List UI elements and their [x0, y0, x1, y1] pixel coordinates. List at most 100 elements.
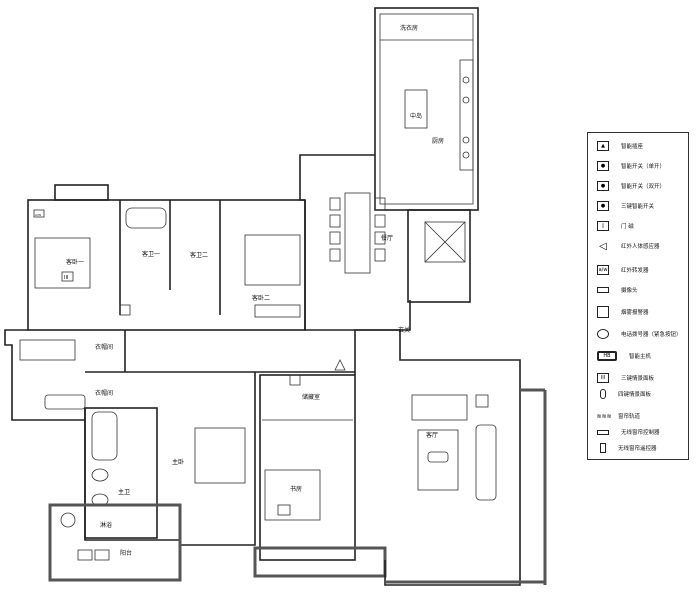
label-cloakroom-2: 衣帽间	[95, 389, 113, 397]
smart-switch-icon	[289, 374, 301, 386]
legend-label: 红外转发器	[621, 268, 649, 274]
wireless-curtain-remote-icon	[600, 443, 606, 453]
legend-label: 智能主机	[629, 354, 652, 360]
label-foyer: 玄关	[398, 326, 410, 334]
legend-item: ▲ 智能插座	[588, 139, 688, 153]
device-symbols: A/W III	[33, 209, 489, 408]
legend-label: 智能开关（双开）	[621, 184, 666, 190]
legend-item: a/w 红外转发器	[588, 263, 688, 277]
legend-label: 窗帘轨道	[618, 414, 641, 420]
label-guest-bath-1: 客卫一	[142, 250, 160, 258]
study-desk	[264, 469, 321, 521]
guest-bed-2	[244, 234, 301, 286]
room-labels: 洗衣房 中岛 厨房 餐厅 玄关 客厅 储藏室 书房 主卧 主卫 淋浴 阳台 衣帽…	[66, 24, 444, 557]
smart-switch-double-icon: ●	[597, 181, 609, 191]
legend-item: HB 智能主机	[588, 349, 688, 363]
label-study: 书房	[290, 485, 302, 493]
bench	[44, 394, 86, 410]
legend-label: 三键智能开关	[621, 204, 655, 210]
legend-item: ▯ 门 磁	[588, 219, 688, 233]
kitchen-island	[404, 89, 428, 129]
legend-label: 四键情景面板	[618, 392, 652, 398]
elevator-shaft	[407, 209, 471, 303]
smoke-alarm-icon	[597, 306, 609, 318]
label-dining: 餐厅	[381, 234, 393, 242]
legend-item: 电话拨号器（紧急按钮）	[588, 327, 688, 341]
label-laundry: 洗衣房	[400, 24, 418, 32]
label-master-bath: 主卫	[118, 488, 130, 496]
legend-item: ● 智能开关（单开）	[588, 159, 688, 173]
label-kitchen: 厨房	[432, 137, 444, 145]
label-guest-bedroom-2: 客卧二	[252, 294, 270, 302]
legend-label: 无线窗帘遥控器	[618, 446, 657, 452]
guest-wing	[27, 184, 306, 331]
door-sensor-icon: ▯	[597, 221, 609, 231]
phone-dialer-icon	[597, 329, 609, 339]
living-wing	[354, 329, 547, 586]
three-key-switch-icon: ●	[597, 201, 609, 211]
label-island: 中岛	[410, 112, 422, 120]
legend-label: 电话拨号器（紧急按钮）	[621, 332, 682, 338]
wardrobe	[254, 304, 301, 318]
four-key-scene-panel-icon	[600, 389, 606, 399]
legend-item: 摄像头	[588, 283, 688, 297]
smart-switch-single-icon: ●	[597, 161, 609, 171]
legend-item: 四键情景面板	[588, 387, 688, 401]
label-cloakroom-1: 衣帽间	[95, 343, 113, 351]
panel-label: III	[64, 275, 68, 281]
sofa	[475, 424, 497, 501]
legend-item: ● 智能开关（双开）	[588, 179, 688, 193]
kitchen-counter	[459, 59, 474, 171]
label-balcony: 阳台	[120, 549, 132, 557]
dining-table	[344, 192, 371, 274]
legend-label: 摄像头	[621, 288, 638, 294]
kitchen-block	[299, 7, 479, 211]
legend-item: 无线窗帘遥控器	[588, 441, 688, 455]
infrared-sensor-icon	[334, 359, 346, 371]
dining-area	[304, 192, 411, 331]
legend-item: ◁ 红外人体感应器	[588, 239, 688, 253]
smart-host-icon: HB	[597, 351, 617, 361]
legend-label: 智能插座	[621, 144, 644, 150]
master-bed	[194, 427, 246, 484]
tv-rug	[417, 429, 459, 491]
legend-item: ≋≋≋ 窗帘轨道	[588, 409, 688, 423]
legend-item: 无线窗帘控制器	[588, 425, 688, 439]
infrared-transponder-icon: a/w	[597, 265, 609, 275]
ir-transponder-icon	[33, 209, 45, 218]
smart-socket-icon: ▲	[597, 141, 609, 151]
label-guest-bath-2: 客卫二	[190, 251, 208, 259]
study-wing	[253, 374, 387, 578]
master-wing	[48, 372, 256, 582]
camera-icon	[597, 287, 609, 293]
legend-label: 红外人体感应器	[621, 244, 660, 250]
legend-item: 烟雾报警器	[588, 305, 688, 319]
legend-label: 智能开关（单开）	[621, 164, 666, 170]
scene-panel-icon	[61, 271, 74, 282]
guest-bed-1	[34, 237, 91, 289]
wireless-curtain-controller-icon	[597, 429, 609, 435]
cloakroom-wing	[4, 329, 355, 421]
smart-switch-icon	[119, 304, 131, 316]
label-storage: 储藏室	[302, 393, 320, 401]
legend-label: 烟雾报警器	[621, 310, 649, 316]
bathtub	[125, 207, 167, 229]
coffee-sofa	[411, 394, 468, 421]
balcony-area	[48, 503, 182, 582]
label-shower: 淋浴	[100, 521, 112, 529]
legend-label: 门 磁	[621, 224, 634, 230]
legend-item: ● 三键智能开关	[588, 199, 688, 213]
label-living: 客厅	[426, 431, 438, 439]
ir-label: A/W	[35, 213, 41, 217]
curtain-track-icon: ≋≋≋	[596, 412, 612, 420]
label-master-bedroom: 主卧	[172, 458, 184, 466]
label-guest-bedroom-1: 客卧一	[66, 258, 84, 266]
legend-label: 三键情景面板	[621, 376, 655, 382]
infrared-body-sensor-icon: ◁	[599, 240, 607, 252]
legend-panel: ▲ 智能插座 ● 智能开关（单开） ● 智能开关（双开） ● 三键智能开关 ▯ 门 磁 ◁…	[587, 132, 689, 460]
smart-switch-icon	[475, 394, 489, 408]
legend-label: 无线窗帘控制器	[621, 430, 660, 436]
master-bathtub	[91, 411, 118, 461]
